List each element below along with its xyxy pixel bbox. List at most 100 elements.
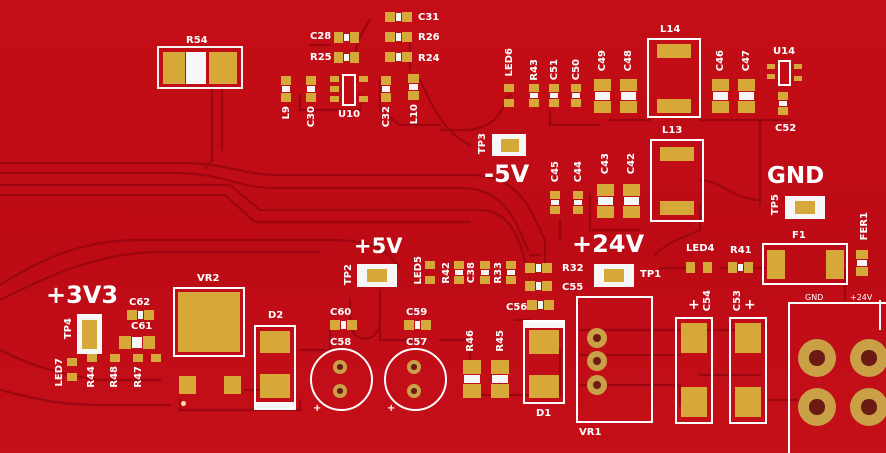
c43-pad-top [597,184,614,196]
c60-body [341,321,346,329]
ref-vr2: VR2 [197,273,220,284]
c44-pad-top [573,191,583,199]
ref-r33: R33 [493,262,504,284]
c46-pad-top [712,79,729,91]
ref-r43: R43 [529,59,540,81]
ref-c42: C42 [626,153,637,175]
ref-c43: C43 [600,153,611,175]
rail-p3v3: +3V3 [46,281,119,309]
l10-body [409,84,418,90]
d1-band [525,322,563,328]
u14-pin4 [794,76,802,81]
c31-pad [385,12,395,22]
c48-pad-bot [620,101,637,113]
l10-pad-top [408,74,419,83]
ref-d2: D2 [268,310,284,321]
r25-pad2 [350,52,359,63]
r46-pad-bot [463,384,481,398]
c28-pad2 [350,32,359,43]
d2-pad-bot [260,374,290,398]
ref-c54: C54 [702,290,713,312]
ref-c30: C30 [306,106,317,128]
c42-body [624,197,639,205]
vr2-pin3 [224,376,241,394]
c53-pad-bot [735,387,761,417]
c47-pad-bot [738,101,755,113]
c53-pad-top [735,323,761,353]
r54-pad-right [209,52,237,84]
power-connector-outline [788,302,886,453]
r43-body [530,93,538,98]
vr2-pin1 [179,376,196,394]
f1-outline [762,243,848,285]
led7-pad-bot [67,373,77,381]
u10-pin5 [359,96,368,102]
r44-pad [87,354,97,362]
r24-body [396,53,401,61]
c62-body [138,311,143,319]
r33-pad-bot [506,276,516,284]
ref-c32: C32 [381,106,392,128]
c38-body [481,270,489,275]
c48-pad-top [620,79,637,91]
c60-pad2 [347,320,357,330]
plus-c57: + [387,403,396,414]
vr1-outline [576,296,653,423]
ref-r41: R41 [730,245,752,256]
c44-pad-bot [573,206,583,214]
c57-outline [384,348,447,411]
r46-body [464,375,480,383]
ref-u14: U14 [773,46,796,57]
connector-24v-pin2 [850,388,886,426]
ref-tp1: TP1 [640,269,662,280]
fer1-pad-top [856,250,868,259]
ref-tp4: TP4 [63,318,74,340]
c56-body [538,301,543,309]
c45-pad-top [550,191,560,199]
ref-r24: R24 [418,53,440,64]
l14-pad-bot [657,99,691,113]
rail-p5v: +5V [354,234,403,258]
c59-body [415,321,420,329]
plus-c53: + [744,297,756,313]
connector-gnd-pin2 [798,388,836,426]
led5-pad-bot [425,276,435,284]
ref-r48: R48 [109,366,120,388]
l13-pad-top [660,147,694,161]
r26-body [396,33,401,41]
c43-body [598,197,613,205]
ref-r32: R32 [562,263,584,274]
r45-pad-top [491,360,509,374]
ref-r26: R26 [418,32,440,43]
ref-r25: R25 [310,52,332,63]
l9-pad-top [281,76,291,85]
ref-c52: C52 [775,123,797,134]
ref-r54: R54 [186,35,208,46]
rail-gnd: GND [767,163,825,189]
c60-pad1 [330,320,340,330]
c48-body [621,92,636,100]
led5-pad-top [425,261,435,269]
r45-body [492,375,508,383]
ref-c58: C58 [330,337,352,348]
ref-led6: LED6 [504,48,515,77]
ref-led4: LED4 [686,243,715,254]
r47-pad [133,354,143,362]
r46-pad-top [463,360,481,374]
ref-r46: R46 [465,330,476,352]
r26-pad [385,32,395,42]
u10-pin4 [359,76,368,82]
connector-24v-pin1 [850,339,886,377]
u14-pin3 [794,64,802,69]
c62-pad2 [144,310,154,320]
c54-pad-top [681,323,707,353]
u10-body [342,74,356,106]
r54-body [186,52,206,84]
ref-c62: C62 [129,297,151,308]
r25-pad [334,52,343,63]
l10-pad-bot [408,91,419,100]
r26-pad2 [402,32,412,42]
r33-pad-top [506,261,516,269]
ref-tp2: TP2 [343,264,354,286]
c31-body [396,13,401,21]
